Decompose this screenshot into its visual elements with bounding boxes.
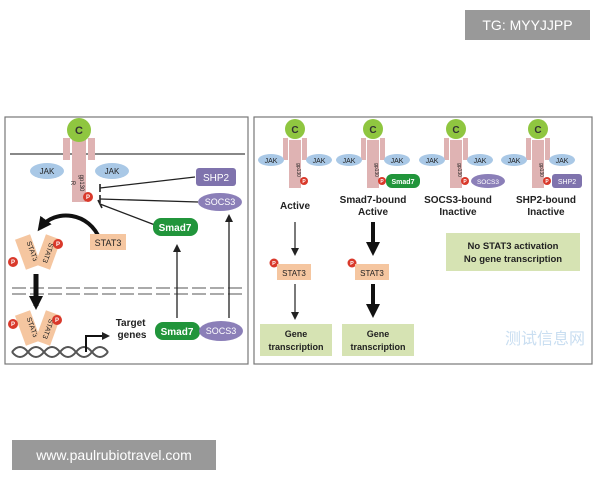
receptor-gp130 bbox=[63, 138, 95, 202]
smad7-stat3-box bbox=[355, 264, 389, 280]
svg-text:P: P bbox=[56, 242, 60, 248]
shp2-label: SHP2 bbox=[203, 173, 230, 184]
url-overlay: www.paulrubiotravel.com bbox=[12, 440, 216, 470]
svg-text:P: P bbox=[11, 322, 15, 328]
svg-text:JAK: JAK bbox=[426, 158, 439, 165]
jak-left-label: JAK bbox=[40, 167, 55, 176]
dna-helix bbox=[11, 346, 109, 358]
inhibit-smad7 bbox=[99, 203, 156, 226]
activation-arrow bbox=[37, 213, 102, 241]
svg-text:gp130: gp130 bbox=[456, 163, 462, 177]
state-socs3-bound: C JAK JAK gp130 P SOCS3 bbox=[419, 119, 505, 188]
svg-text:JAK: JAK bbox=[343, 158, 356, 165]
target-genes-label: Target genes bbox=[116, 318, 149, 341]
socs3-label: SOCS3 bbox=[205, 197, 236, 207]
smad7-label: Smad7 bbox=[159, 223, 192, 234]
svg-text:C: C bbox=[291, 125, 298, 136]
svg-text:gp130: gp130 bbox=[538, 163, 544, 177]
svg-text:P: P bbox=[11, 260, 15, 266]
gene-transcription-2-line2: transcription bbox=[350, 342, 405, 352]
active-stat3-label: STAT3 bbox=[282, 269, 306, 278]
state-shp2-title-1: SHP2-bound bbox=[516, 195, 576, 206]
tag-overlay: TG: MYYJJPP bbox=[465, 10, 590, 40]
socs3-oval-nucleus bbox=[199, 321, 243, 341]
gene-transcription-1-line2: transcription bbox=[268, 342, 323, 352]
svg-text:C: C bbox=[534, 125, 541, 136]
svg-text:P: P bbox=[302, 179, 306, 185]
state-smad7-bound: C JAK JAK gp130 P Smad7 bbox=[336, 119, 420, 188]
stat3-dimer: STAT3 STAT3 P P bbox=[8, 234, 63, 270]
shp2-box bbox=[196, 168, 236, 186]
phospho-p bbox=[83, 192, 93, 202]
svg-text:P: P bbox=[55, 318, 59, 324]
svg-text:P: P bbox=[350, 261, 354, 267]
svg-text:Smad7: Smad7 bbox=[392, 179, 415, 186]
svg-text:JAK: JAK bbox=[391, 158, 404, 165]
svg-text:JAK: JAK bbox=[313, 158, 326, 165]
svg-text:JAK: JAK bbox=[508, 158, 521, 165]
svg-text:gp130: gp130 bbox=[295, 163, 301, 177]
smad7-nucleus-label: Smad7 bbox=[161, 327, 194, 338]
jak-right-label: JAK bbox=[105, 167, 120, 176]
svg-text:P: P bbox=[272, 261, 276, 267]
phospho-p-label: P bbox=[86, 195, 90, 201]
cytokine-c bbox=[67, 118, 91, 142]
inhibit-socs3 bbox=[99, 198, 199, 203]
svg-text:P: P bbox=[545, 179, 549, 185]
state-active-title: Active bbox=[280, 201, 310, 212]
svg-text:JAK: JAK bbox=[265, 158, 278, 165]
state-shp2-bound: C JAK JAK gp130 P SHP2 bbox=[501, 119, 582, 188]
svg-text:SOCS3: SOCS3 bbox=[477, 179, 499, 186]
gene-transcription-box-2 bbox=[342, 324, 414, 356]
svg-text:gp130: gp130 bbox=[373, 163, 379, 177]
gene-transcription-1-line1: Gene bbox=[285, 329, 308, 339]
socs3-nucleus-label: SOCS3 bbox=[206, 326, 237, 336]
state-active: C JAK JAK gp130 P bbox=[258, 119, 332, 188]
smad7-stat3-label: STAT3 bbox=[360, 269, 384, 278]
no-activation-line2: No gene transcription bbox=[464, 254, 562, 265]
stat3-label: STAT3 bbox=[95, 238, 122, 248]
svg-text:C: C bbox=[369, 125, 376, 136]
active-stat3-box bbox=[277, 264, 311, 280]
svg-text:P: P bbox=[463, 179, 467, 185]
smad7-box-nucleus bbox=[155, 322, 200, 340]
no-activation-line1: No STAT3 activation bbox=[468, 241, 559, 252]
gp130-label: gp130 bbox=[78, 175, 84, 192]
state-shp2-title-2: Inactive bbox=[527, 207, 565, 218]
state-socs3-title-2: Inactive bbox=[439, 207, 477, 218]
svg-text:C: C bbox=[452, 125, 459, 136]
transcription-start-arrow bbox=[85, 332, 110, 352]
smad7-box bbox=[153, 218, 198, 236]
stat3-box bbox=[90, 234, 126, 250]
watermark-logo: 测试信息网 bbox=[505, 330, 585, 348]
svg-text:JAK: JAK bbox=[556, 158, 569, 165]
state-smad7-title-2: Active bbox=[358, 207, 388, 218]
gene-transcription-box-1 bbox=[260, 324, 332, 356]
socs3-oval bbox=[198, 193, 242, 211]
svg-text:P: P bbox=[380, 179, 384, 185]
svg-text:JAK: JAK bbox=[474, 158, 487, 165]
inhibit-shp2 bbox=[99, 176, 196, 189]
state-smad7-title-1: Smad7-bound bbox=[340, 195, 407, 206]
jak-left bbox=[30, 163, 64, 179]
no-activation-box bbox=[446, 233, 580, 271]
gene-transcription-2-line1: Gene bbox=[367, 329, 390, 339]
cytokine-c-label: C bbox=[75, 125, 83, 137]
state-socs3-title-1: SOCS3-bound bbox=[424, 195, 492, 206]
jak-right bbox=[95, 163, 129, 179]
r-label: R bbox=[69, 181, 75, 186]
svg-text:SHP2: SHP2 bbox=[558, 179, 576, 186]
